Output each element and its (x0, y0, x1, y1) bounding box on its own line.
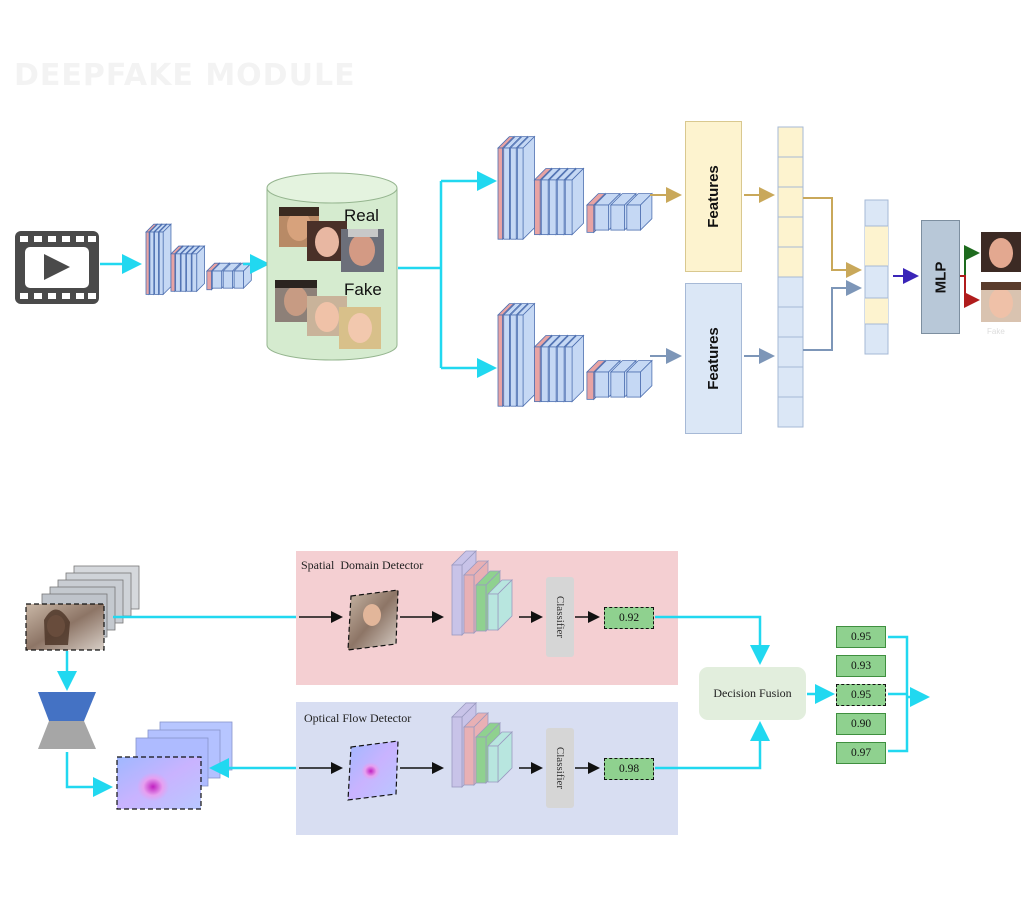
arrow-estimator-to-flow (65, 752, 113, 797)
cnn-branch-bottom-icon (497, 302, 653, 408)
real-face-thumbnails (279, 207, 384, 272)
mlp-label: MLP (931, 261, 949, 293)
feature-vector-column (777, 126, 804, 428)
spatial-detector-title: Spatial Domain Detector (301, 558, 424, 572)
spatial-input-frame (347, 589, 399, 651)
optical-backbone-icon (451, 702, 513, 788)
spatial-classifier-label: Classifier (554, 595, 567, 639)
output-fake-label: Fake (987, 327, 1005, 336)
output-real-face (981, 232, 1021, 272)
features-label-bottom: Features (705, 327, 722, 390)
features-label-top: Features (705, 165, 722, 228)
features-box-top: Features (685, 121, 742, 272)
module-title: DEEPFAKE MODULE (14, 58, 356, 93)
optical-classifier-label: Classifier (554, 746, 567, 790)
fake-face-thumbnails (275, 280, 381, 349)
output-fake-face (981, 282, 1021, 322)
split-arrows (398, 171, 497, 378)
fused-feature-vector (864, 199, 889, 355)
score-list-item: 0.93 (836, 655, 886, 677)
cnn-branch-top-icon (497, 135, 653, 241)
arrow-merge-gold (803, 197, 862, 278)
optical-flow-frames-stack (116, 721, 233, 810)
decision-fusion-box: Decision Fusion (699, 667, 806, 720)
features-box-bottom: Features (685, 283, 742, 434)
spatial-classifier: Classifier (546, 577, 574, 657)
mlp-block: MLP (921, 220, 960, 334)
arrow-spatial-to-fusion (655, 615, 770, 665)
cnn-feature-extractor-icon (145, 223, 253, 296)
real-label: Real (344, 206, 379, 225)
optical-score: 0.98 (604, 758, 654, 780)
optical-flow-estimator-icon (38, 692, 96, 749)
score-list-item: 0.97 (836, 742, 886, 764)
arrow-mlp-real (958, 245, 980, 277)
spatial-score: 0.92 (604, 607, 654, 629)
video-film-icon (15, 231, 99, 304)
score-list-item: 0.95 (836, 626, 886, 648)
arrow-mlp-fake (958, 275, 980, 308)
arrow-optical-to-fusion (655, 721, 770, 770)
video-frames-stack (25, 565, 140, 651)
optical-classifier: Classifier (546, 728, 574, 808)
optical-input-frame (347, 740, 399, 801)
fake-label: Fake (344, 280, 382, 299)
arrow-merge-slate (803, 280, 862, 351)
spatial-backbone-icon (451, 550, 513, 636)
score-list-bracket (888, 635, 909, 753)
optical-detector-title: Optical Flow Detector (304, 711, 412, 725)
score-list-item: 0.95 (836, 684, 886, 706)
score-list-item: 0.90 (836, 713, 886, 735)
